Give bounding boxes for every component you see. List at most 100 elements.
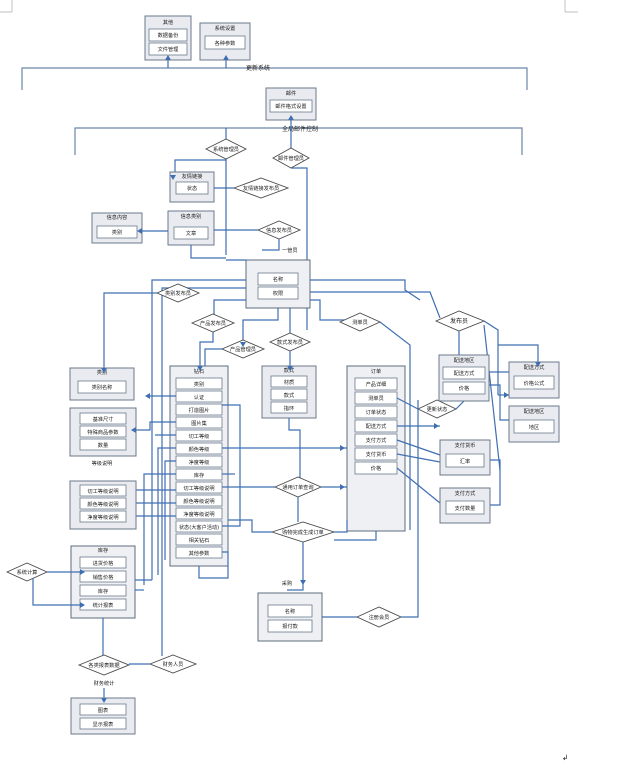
svg-text:其他: 其他 [163,18,173,26]
svg-text:支付数量: 支付数量 [455,504,476,512]
financial-report-diamond: 各类报表数据 [77,654,131,676]
svg-text:库存: 库存 [98,587,108,595]
svg-text:配送方式: 配送方式 [454,369,476,377]
svg-text:特殊商品参数: 特殊商品参数 [87,428,119,436]
svg-text:类别发布员: 类别发布员 [165,289,191,297]
svg-text:配送地区: 配送地区 [524,407,545,415]
svg-text:净度等级: 净度等级 [189,458,210,466]
svg-text:系统管理员: 系统管理员 [213,145,239,153]
svg-text:一管员: 一管员 [282,246,298,254]
svg-text:类别名称: 类别名称 [92,383,113,391]
reports-box: 图表 显示报表 [70,697,136,735]
svg-text:支付方式: 支付方式 [366,436,388,444]
svg-text:文件管理: 文件管理 [158,45,180,53]
svg-text:测单员: 测单员 [352,318,368,326]
grade-params-box: 基准尺寸 特殊商品参数 数量 [69,407,137,457]
svg-text:价格: 价格 [371,464,382,472]
svg-text:颜色等级说明: 颜色等级说明 [87,500,118,508]
purchase-label: 采购 [282,579,292,587]
svg-text:各类报表数据: 各类报表数据 [88,661,119,669]
svg-text:显示报表: 显示报表 [93,720,115,728]
svg-text:价格: 价格 [459,384,470,392]
svg-text:状态(大客户活动): 状态(大客户活动) [179,523,219,531]
sys-admin-diamond: 系统管理员 [204,138,248,160]
svg-text:颜色等级: 颜色等级 [189,445,210,453]
svg-text:信息发布员: 信息发布员 [266,226,292,234]
pay-currency-box: 支付货币 汇率 [439,439,491,476]
svg-text:更新状态: 更新状态 [427,405,448,413]
style-box: 款式 材质 款式 指环 [261,365,317,419]
svg-text:各种参数: 各种参数 [215,39,237,47]
svg-text:邮件格式设置: 邮件格式设置 [275,102,306,110]
svg-text:邮件管理员: 邮件管理员 [278,154,304,162]
change-status-diamond: 更新状态 [416,399,458,419]
svg-text:切工等级说明: 切工等级说明 [87,487,118,495]
registered-member-diamond: 注册会员 [355,606,403,628]
pay-method-box: 支付方式 支付数量 [439,487,491,524]
svg-text:系统计算: 系统计算 [17,568,38,576]
svg-text:统计报表: 统计报表 [93,601,115,609]
diamond-product-box: 钻石 类别 认证 打造图片 图片集 切工等级 颜色等级 净度等级 库存 切工等级… [169,365,229,567]
svg-text:款式发布员: 款式发布员 [277,338,303,346]
svg-text:图表: 图表 [98,706,109,714]
svg-text:库存: 库存 [98,546,108,554]
svg-text:类别: 类别 [194,380,204,388]
svg-text:款式: 款式 [284,366,295,374]
svg-text:友情链接发布员: 友情链接发布员 [243,184,279,192]
svg-text:颜色等级说明: 颜色等级说明 [183,497,214,505]
svg-text:库存: 库存 [194,471,204,479]
svg-text:名称: 名称 [273,275,283,283]
svg-text:测单员: 测单员 [368,394,384,402]
mail-admin-diamond: 邮件管理员 [272,147,310,169]
friend-links-box: 友情链接 状态 [169,171,215,203]
svg-text:文章: 文章 [186,229,196,237]
order-reviewer-diamond: 测单员 [338,312,382,332]
svg-text:配送地区: 配送地区 [454,356,475,364]
purchase-box: 名称 报付款 [257,592,323,642]
svg-text:钻石: 钻石 [194,367,204,375]
svg-text:权限: 权限 [273,289,283,297]
system-settings-box: 系统设置 各种参数 [199,22,251,61]
name-permission-box: 名称 权限 [245,259,311,309]
delivery-method-box: 配送方式 价格公式 [508,361,560,399]
svg-text:订单: 订单 [371,367,381,375]
svg-text:财务人员: 财务人员 [163,660,184,668]
grade-explain-label: 等级说明 [92,459,113,467]
svg-text:地区: 地区 [529,423,539,431]
style-publisher-diamond: 款式发布员 [268,332,312,352]
svg-text:通用订单查询: 通用订单查询 [282,483,313,491]
svg-text:购物完成生成订单: 购物完成生成订单 [282,528,324,536]
svg-text:产品管理员: 产品管理员 [230,345,256,353]
svg-text:系统设置: 系统设置 [215,24,236,32]
publisher-diamond: 发布员 [434,310,486,332]
info-publisher-diamond: 信息发布员 [256,220,302,240]
category-box: 类别 类别名称 [69,367,135,401]
svg-text:邮件: 邮件 [286,89,296,97]
svg-text:信息类别: 信息类别 [181,212,202,220]
other-box: 其他 数据备份 文件管理 [144,15,192,61]
product-manager-diamond: 产品管理员 [220,339,266,359]
finance-stats-label: 财务统计 [94,679,115,687]
svg-text:数量: 数量 [98,441,108,449]
svg-text:价格公式: 价格公式 [524,379,546,387]
info-category-box: 信息类别 文章 [167,210,215,246]
purchase-order-diamond: 购物完成生成订单 [270,521,336,543]
system-calc-diamond: 系统计算 [5,562,49,582]
svg-text:支付货币: 支付货币 [455,441,476,449]
svg-text:配送方式: 配送方式 [524,363,546,371]
order-query-diamond: 通用订单查询 [273,476,323,498]
svg-text:款式: 款式 [284,391,295,399]
svg-text:净度等级说明: 净度等级说明 [87,513,118,521]
order-box: 订单 产品详细 测单员 订单状态 配送方式 支付方式 支付货币 价格 [346,365,406,532]
finance-staff-diamond: 财务人员 [148,654,198,674]
svg-text:进货价格: 进货价格 [93,559,115,567]
delivery-region-box: 配送地区 配送方式 价格 [438,354,490,402]
grade-desc-box: 切工等级说明 颜色等级说明 净度等级说明 [69,480,137,530]
category-publisher-diamond: 类别发布员 [155,283,201,303]
svg-text:其他参数: 其他参数 [189,549,211,557]
global-mail-label: 全局邮件控制 [282,125,318,133]
svg-text:相关钻石: 相关钻石 [189,536,210,544]
svg-text:注册会员: 注册会员 [369,613,390,621]
